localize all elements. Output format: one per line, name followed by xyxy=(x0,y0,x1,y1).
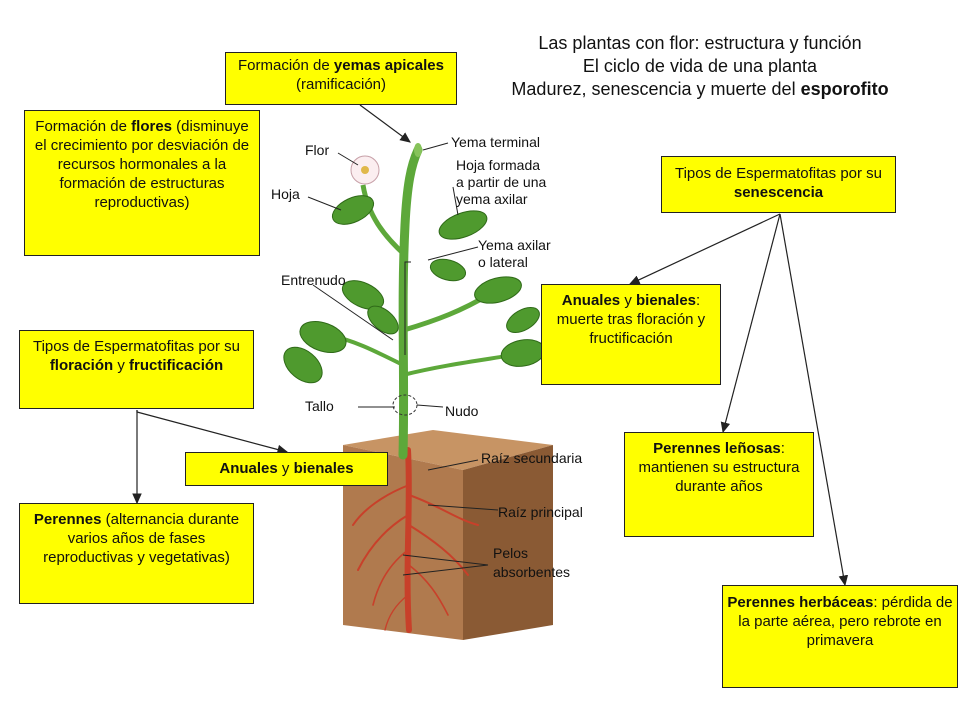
label-entrenudo: Entrenudo xyxy=(281,272,346,288)
label-pelos-1: Pelos xyxy=(493,545,528,561)
stem xyxy=(398,145,423,460)
label-flor: Flor xyxy=(305,142,329,158)
label-nudo: Nudo xyxy=(445,403,479,419)
title-line-3: Madurez, senescencia y muerte del esporo… xyxy=(511,79,889,99)
plant-illustration: Flor Yema terminal Hoja Hoja formada a p… xyxy=(271,134,583,640)
box-yemas-apicales: Formación de yemas apicales (ramificació… xyxy=(225,52,457,105)
branch-lower-right xyxy=(402,353,514,377)
box-perennes-left: Perennes (alternancia durante varios año… xyxy=(19,503,254,604)
box-perennes-herbaceas: Perennes herbáceas: pérdida de la parte … xyxy=(722,585,958,688)
branch-right xyxy=(403,292,490,333)
label-hoja-formada-2: a partir de una xyxy=(456,174,546,190)
label-pelos-2: absorbentes xyxy=(493,564,570,580)
title-line-1: Las plantas con flor: estructura y funci… xyxy=(538,33,862,53)
box-anuales-bienales-left: Anuales y bienales xyxy=(185,452,388,486)
plant-leader-lines xyxy=(307,142,499,576)
roots xyxy=(352,447,479,633)
label-hoja-formada-3: yema axilar xyxy=(456,191,528,207)
leaves xyxy=(283,195,546,384)
label-raiz-principal: Raíz principal xyxy=(498,504,583,520)
title-line-2: El ciclo de vida de una planta xyxy=(582,56,818,76)
label-hoja: Hoja xyxy=(271,186,300,202)
label-yema-axilar-2: o lateral xyxy=(478,254,528,270)
box-formacion-flores: Formación de flores (disminuye el crecim… xyxy=(24,110,260,256)
arrow-senescencia-to-lenosas xyxy=(720,213,781,434)
label-hoja-formada-1: Hoja formada xyxy=(456,157,540,173)
branch-left xyxy=(360,184,407,257)
flower xyxy=(350,155,380,185)
soil-left-face xyxy=(343,445,463,640)
page-title: Las plantas con flor: estructura y funci… xyxy=(470,32,930,101)
box-anuales-bienales-right: Anuales y bienales: muerte tras floració… xyxy=(541,284,721,385)
label-raiz-secundaria: Raíz secundaria xyxy=(481,450,582,466)
soil-top xyxy=(343,430,553,470)
label-yema-axilar-1: Yema axilar xyxy=(478,237,551,253)
box-tipos-floracion: Tipos de Espermatofitas por su floración… xyxy=(19,330,254,409)
label-tallo: Tallo xyxy=(305,398,334,414)
soil-right-face xyxy=(463,445,553,640)
box-perennes-lenosas: Perennes leñosas: mantienen su estructur… xyxy=(624,432,814,537)
label-yema-terminal: Yema terminal xyxy=(451,134,540,150)
terminal-bud xyxy=(414,143,422,157)
box-tipos-senescencia: Tipos de Espermatofitas por su senescenc… xyxy=(661,156,896,213)
arrow-senescencia-to-anuales xyxy=(628,213,781,285)
